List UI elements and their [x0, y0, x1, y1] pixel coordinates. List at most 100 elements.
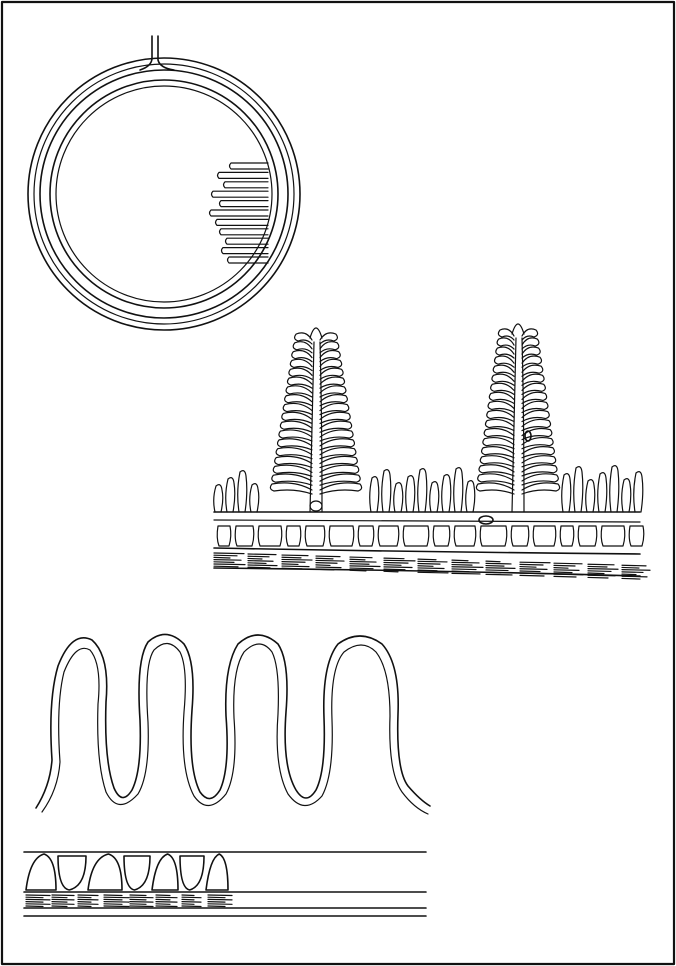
villi-cell-layer: [217, 526, 644, 546]
strip-cell: [58, 856, 86, 890]
cell-block: [629, 526, 644, 546]
cell-block: [601, 526, 625, 546]
muscle-stroke: [588, 566, 607, 567]
small-villus: [430, 482, 439, 512]
strip-muscle-stroke: [26, 904, 50, 905]
muscle-stroke: [248, 563, 266, 564]
cell-block: [258, 526, 282, 546]
folds-inner-line: [42, 643, 428, 814]
muscle-stroke: [350, 559, 365, 560]
vessel-2: [479, 516, 493, 524]
muscle-stroke: [452, 567, 483, 568]
muscle-stroke: [622, 572, 643, 573]
muscle-stroke: [520, 575, 544, 576]
strip-cell: [152, 854, 178, 890]
fringe-fold: [210, 210, 269, 216]
muscle-stroke: [622, 565, 646, 566]
strip-cell: [206, 854, 228, 890]
strip-muscle-stroke: [26, 899, 50, 900]
small-villus: [406, 476, 415, 512]
fringe-fold: [230, 163, 269, 169]
small-villus: [238, 471, 247, 512]
muscle-stroke: [554, 570, 579, 571]
strip-muscle-stroke: [156, 904, 170, 905]
small-villus: [250, 484, 259, 512]
villus-branch: [522, 483, 560, 494]
cell-block: [378, 526, 399, 546]
ring-stalk-right: [158, 36, 174, 70]
strip-muscle-layer: [26, 895, 232, 907]
muscle-stroke: [554, 563, 582, 564]
muscle-stroke: [486, 568, 515, 569]
strip-muscle-stroke: [52, 902, 67, 903]
strip-muscle-stroke: [182, 899, 194, 900]
villus-tip: [310, 328, 322, 338]
muscle-stroke: [452, 573, 480, 574]
muscle-stroke: [452, 560, 468, 561]
muscle-stroke: [384, 560, 415, 561]
muscle-stroke: [588, 564, 614, 565]
fringe-fold: [218, 172, 269, 178]
cell-block: [358, 526, 374, 546]
muscle-stroke: [622, 570, 650, 571]
strip-muscle-stroke: [26, 902, 43, 903]
muscle-stroke: [418, 564, 440, 565]
strip-muscle-stroke: [130, 902, 153, 903]
strip-muscle-stroke: [130, 895, 146, 896]
strip-muscle-stroke: [104, 906, 129, 907]
muscle-stroke: [350, 564, 369, 565]
layered-strip-drawing: [24, 852, 426, 916]
muscle-stroke: [384, 563, 408, 564]
strip-muscle-stroke: [52, 899, 74, 900]
muscle-stroke: [214, 560, 241, 561]
villus-branch: [270, 483, 312, 494]
small-villus: [466, 481, 475, 512]
small-villus: [574, 467, 583, 512]
cell-block: [454, 526, 476, 546]
muscle-stroke: [282, 555, 308, 556]
muscle-stroke: [452, 562, 479, 563]
muscle-stroke: [248, 565, 277, 566]
muscle-stroke: [214, 553, 244, 554]
strip-muscle-stroke: [52, 906, 67, 907]
muscle-stroke: [316, 558, 333, 559]
muscle-stroke: [248, 556, 269, 557]
fringe-fold: [220, 201, 269, 207]
muscle-stroke: [350, 566, 380, 567]
strip-muscle-stroke: [78, 906, 91, 907]
muscle-stroke: [452, 569, 476, 570]
muscle-stroke: [384, 567, 412, 568]
strip-muscle-stroke: [78, 897, 91, 898]
cell-block: [403, 526, 429, 546]
strip-muscle-stroke: [208, 904, 232, 905]
strip-muscle-stroke: [208, 895, 232, 896]
strip-muscle-stroke: [104, 904, 122, 905]
muscle-stroke: [554, 576, 576, 577]
strip-cell: [26, 854, 56, 890]
muscle-stroke: [214, 555, 237, 556]
muscle-stroke: [316, 560, 344, 561]
ring-section-drawing: [28, 36, 300, 330]
small-villus: [370, 477, 379, 512]
cell-block: [560, 526, 574, 546]
strip-muscle-stroke: [208, 906, 225, 907]
muscle-stroke: [214, 566, 238, 567]
muscle-stroke: [282, 559, 312, 560]
strip-cell: [124, 856, 150, 890]
villus-tip: [512, 324, 524, 334]
muscle-stroke: [588, 577, 608, 578]
muscle-stroke: [622, 578, 640, 579]
small-villus: [598, 473, 607, 512]
cell-block: [305, 526, 325, 546]
cell-block: [533, 526, 556, 546]
muscle-stroke: [486, 570, 508, 571]
muscle-stroke: [350, 557, 372, 558]
muscle-stroke: [452, 565, 472, 566]
villi-section-drawing: [214, 324, 650, 579]
muscle-stroke: [520, 562, 550, 563]
cell-block: [433, 526, 450, 546]
muscle-stroke: [418, 561, 447, 562]
strip-muscle-stroke: [208, 897, 225, 898]
